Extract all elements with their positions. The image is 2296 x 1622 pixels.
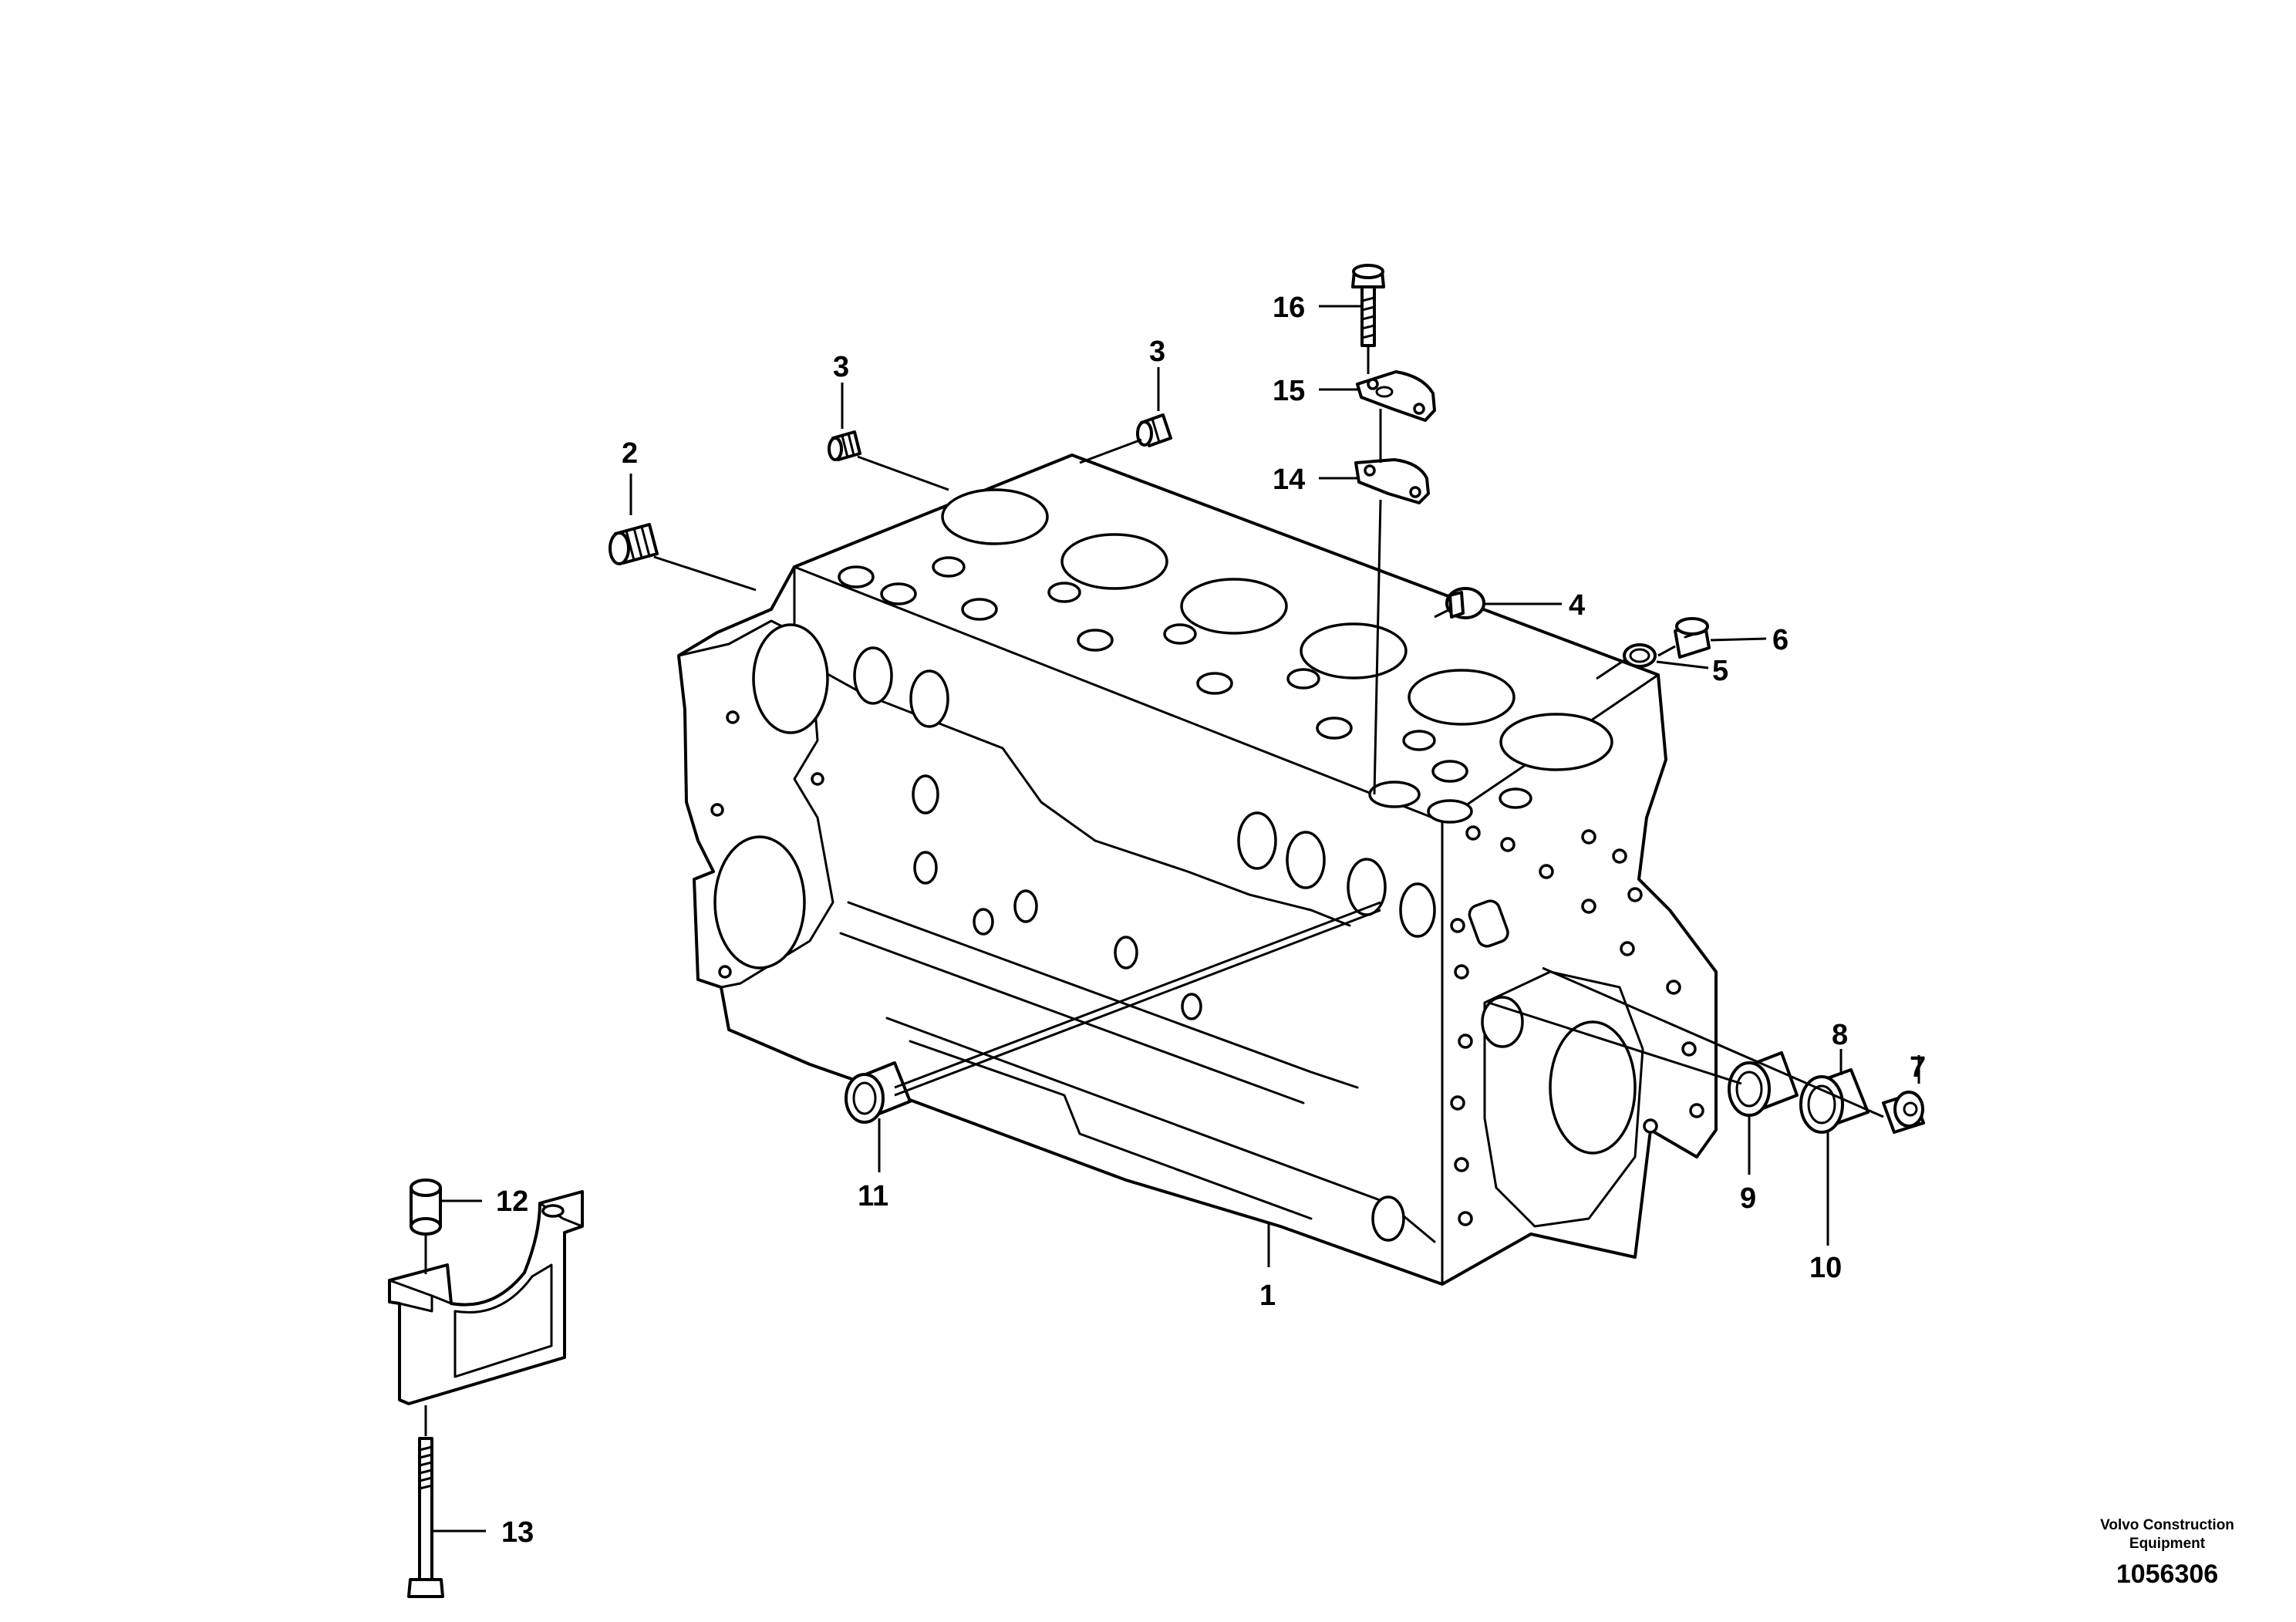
callout-13: 13 bbox=[501, 1516, 534, 1549]
part-5-seal-ring bbox=[1623, 643, 1657, 668]
part-10-bushing bbox=[1799, 1068, 1870, 1134]
callout-9: 9 bbox=[1740, 1182, 1756, 1215]
part-4-cap bbox=[1445, 587, 1485, 619]
engine-block bbox=[677, 454, 1718, 1286]
callout-6: 6 bbox=[1772, 624, 1789, 656]
callout-2: 2 bbox=[622, 437, 638, 470]
part-13-bolt bbox=[407, 1437, 444, 1598]
callout-15: 15 bbox=[1273, 375, 1305, 407]
callout-4: 4 bbox=[1569, 589, 1585, 622]
callout-7: 7 bbox=[1910, 1051, 1926, 1084]
drawing-footer: Volvo Construction Equipment 1056306 bbox=[2100, 1517, 2234, 1589]
leader-lines bbox=[424, 305, 1920, 1533]
part-9-bushing bbox=[1728, 1051, 1799, 1117]
part-3-plug-left bbox=[828, 430, 861, 461]
callout-3a: 3 bbox=[833, 351, 849, 383]
callout-14: 14 bbox=[1273, 464, 1305, 496]
callout-1: 1 bbox=[1259, 1280, 1276, 1312]
part-6-plug bbox=[1674, 617, 1711, 659]
callout-12: 12 bbox=[496, 1185, 528, 1218]
main-bearing-cap bbox=[388, 1190, 584, 1405]
callout-11: 11 bbox=[858, 1180, 888, 1212]
company-name-line1: Volvo Construction bbox=[2100, 1517, 2234, 1533]
part-2-plug bbox=[609, 523, 659, 565]
callout-16: 16 bbox=[1273, 292, 1305, 324]
callout-5: 5 bbox=[1712, 655, 1728, 687]
part-16-bolt bbox=[1351, 264, 1385, 347]
callout-3b: 3 bbox=[1149, 336, 1165, 368]
part-14-gasket bbox=[1354, 458, 1430, 504]
part-7-plug bbox=[1882, 1091, 1925, 1134]
part-11-bushing bbox=[845, 1061, 912, 1124]
part-12-dowel bbox=[410, 1179, 442, 1236]
callout-10: 10 bbox=[1809, 1252, 1842, 1284]
company-name-line2: Equipment bbox=[2129, 1536, 2206, 1552]
callout-labels: 1 2 3 3 4 5 6 7 8 9 10 11 12 13 14 15 16 bbox=[496, 292, 1926, 1549]
drawing-number: 1056306 bbox=[2116, 1560, 2218, 1589]
part-3-plug-right bbox=[1136, 413, 1172, 447]
part-15-cover bbox=[1356, 370, 1436, 422]
callout-8: 8 bbox=[1832, 1019, 1848, 1051]
